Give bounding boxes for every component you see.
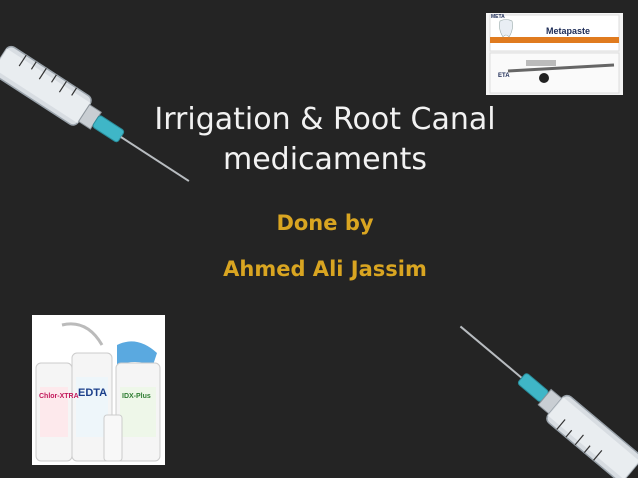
bottle-edta-label: EDTA: [78, 387, 108, 399]
syringe-top-left-icon: [0, 45, 190, 182]
syringe-bottom-right-icon: [459, 325, 638, 478]
irrigant-bottles-photo: Chlor-XTRA EDTA IDX-Plus: [32, 315, 165, 465]
metapaste-product-label: Metapaste: [546, 26, 591, 36]
bottle-chlor-xtra-label: Chlor-XTRA: [39, 393, 79, 400]
metapaste-product-photo: META Metapaste ETA: [486, 13, 623, 95]
metapaste-brand-label: META: [491, 14, 505, 20]
done-by-label: Done by: [276, 211, 374, 235]
bottles-icon: [32, 315, 165, 465]
slide-title: Irrigation & Root Canal medicaments: [140, 100, 510, 180]
metapaste-box-text: ETA: [498, 73, 510, 79]
slide-title-line2: medicaments: [222, 142, 428, 177]
slide-title-line1: Irrigation & Root Canal: [154, 102, 496, 137]
bottle-idx-plus-label: IDX-Plus: [122, 393, 151, 400]
metapaste-box-icon: [486, 13, 623, 95]
author-name: Ahmed Ali Jassim: [223, 257, 427, 281]
